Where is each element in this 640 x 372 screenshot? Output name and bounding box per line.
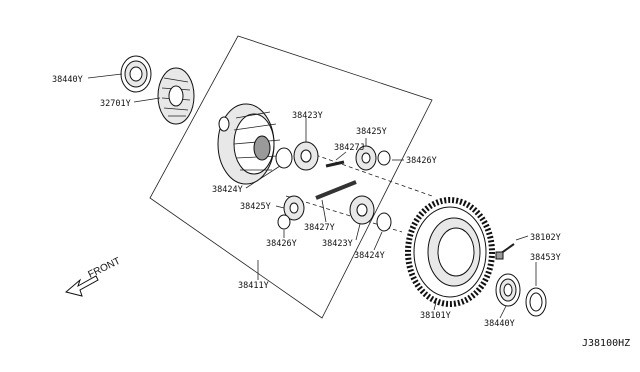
label-38423-top: 38423Y — [292, 111, 323, 121]
washer-38424-bottom — [376, 212, 392, 232]
bearing-38440-bottom — [495, 273, 521, 307]
differential-case — [217, 103, 281, 185]
label-38426-right: 38426Y — [406, 156, 437, 166]
label-38424-left: 38424Y — [212, 185, 243, 195]
label-38425-left: 38425Y — [240, 202, 271, 212]
washer-38424-left — [275, 147, 293, 169]
alignment-line-upper — [295, 147, 433, 197]
diagram-code: J38100HZ — [582, 338, 630, 349]
side-gear-38423-bottom — [349, 195, 375, 225]
label-38426-left: 38426Y — [266, 239, 297, 249]
label-38425-right: 38425Y — [356, 127, 387, 137]
label-38424-bottom: 38424Y — [354, 251, 385, 261]
gear-32701 — [157, 67, 195, 125]
label-38453: 38453Y — [530, 253, 561, 263]
assembly-frame — [149, 35, 433, 319]
washer-38426-right — [377, 150, 391, 166]
label-38101: 38101Y — [420, 311, 451, 321]
label-38427Y: 38427Y — [304, 223, 335, 233]
front-arrow-icon — [64, 275, 99, 297]
bolt-38102 — [495, 243, 515, 260]
shaft-38427 — [315, 180, 357, 200]
side-gear-38423-top — [293, 141, 319, 171]
label-38440-top: 38440Y — [52, 75, 83, 85]
pinion-gear-38425-left — [283, 195, 305, 221]
label-38423-bottom: 38423Y — [322, 239, 353, 249]
ring-gear-38101 — [405, 197, 495, 307]
label-38102: 38102Y — [530, 233, 561, 243]
pin-38427J — [325, 160, 345, 168]
label-38411: 38411Y — [238, 281, 269, 291]
front-label: FRONT — [86, 256, 122, 281]
label-32701: 32701Y — [100, 99, 131, 109]
washer-38426-left — [277, 214, 291, 230]
leader-lines — [87, 73, 537, 319]
label-38440-bottom: 38440Y — [484, 319, 515, 329]
bearing-38440-top — [120, 55, 152, 93]
label-38427J: 38427J — [334, 143, 365, 153]
seal-38453 — [525, 287, 547, 317]
